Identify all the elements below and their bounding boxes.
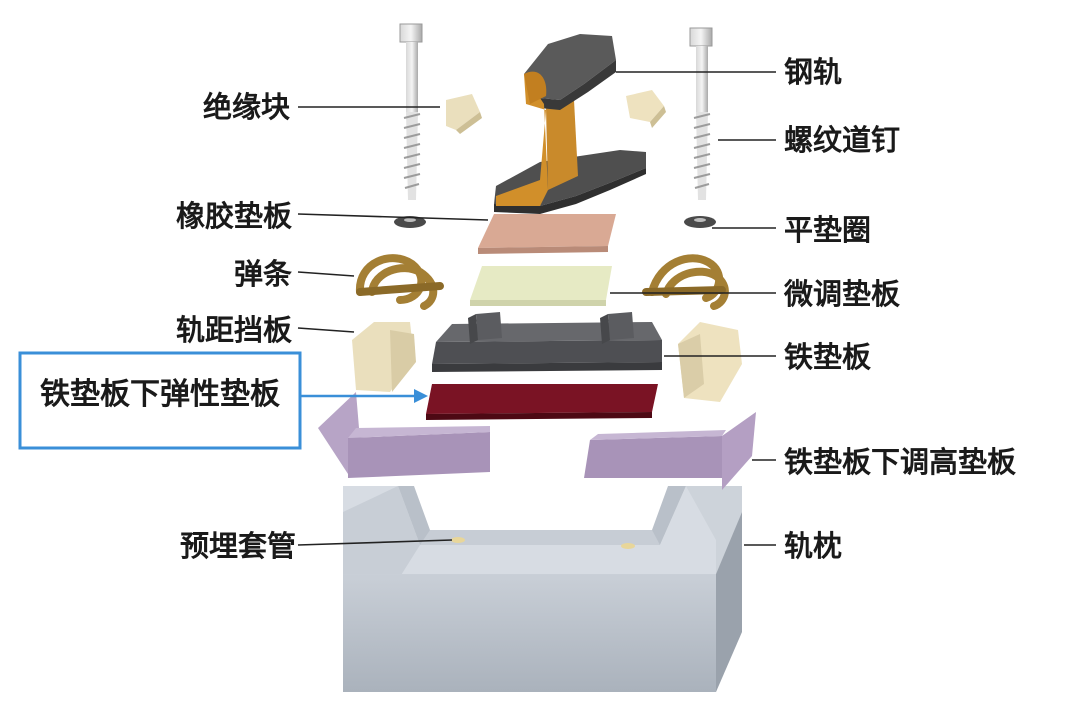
insulating-block-right [626, 90, 666, 128]
gauge-block-right [678, 322, 742, 402]
gauge-block-left [352, 322, 416, 392]
label-spring-clip: 弹条 [234, 257, 292, 291]
label-screw-spike: 螺纹道钉 [784, 123, 900, 157]
flat-washer-left [394, 216, 426, 228]
label-iron-tie-plate: 铁垫板 [784, 340, 872, 374]
iron-tie-plate [432, 312, 662, 372]
height-adjust-pad-left [318, 392, 490, 478]
sleeper [343, 486, 742, 692]
fine-adjust-pad [470, 266, 612, 306]
label-insulating-block: 绝缘块 [203, 90, 290, 124]
label-flat-washer: 平垫圈 [784, 213, 871, 247]
label-elastic-pad-under-plate: 铁垫板下弹性垫板 [40, 377, 280, 412]
label-rail: 钢轨 [784, 55, 842, 89]
spring-clip-right [642, 254, 729, 310]
screw-spike-left [399, 23, 423, 200]
flat-washer-right [684, 216, 716, 228]
screw-spike-right [689, 27, 713, 200]
highlight-arrow [300, 389, 428, 403]
spring-clip-left [355, 254, 444, 310]
insulating-block-left [446, 94, 482, 134]
label-gauge-block: 轨距挡板 [176, 313, 293, 347]
label-embedded-sleeve: 预埋套管 [180, 529, 296, 563]
label-rubber-pad: 橡胶垫板 [176, 199, 293, 233]
label-sleeper: 轨枕 [784, 529, 842, 563]
rubber-pad [478, 214, 616, 254]
highlight-box [18, 351, 302, 450]
label-fine-adjust-pad: 微调垫板 [783, 277, 901, 311]
label-height-adjust-pad: 铁垫板下调高垫板 [784, 445, 1017, 479]
height-adjust-pad-right [584, 412, 756, 490]
rail [494, 34, 646, 214]
leader-lines [297, 71, 776, 546]
elastic-pad-under-plate [426, 384, 658, 420]
